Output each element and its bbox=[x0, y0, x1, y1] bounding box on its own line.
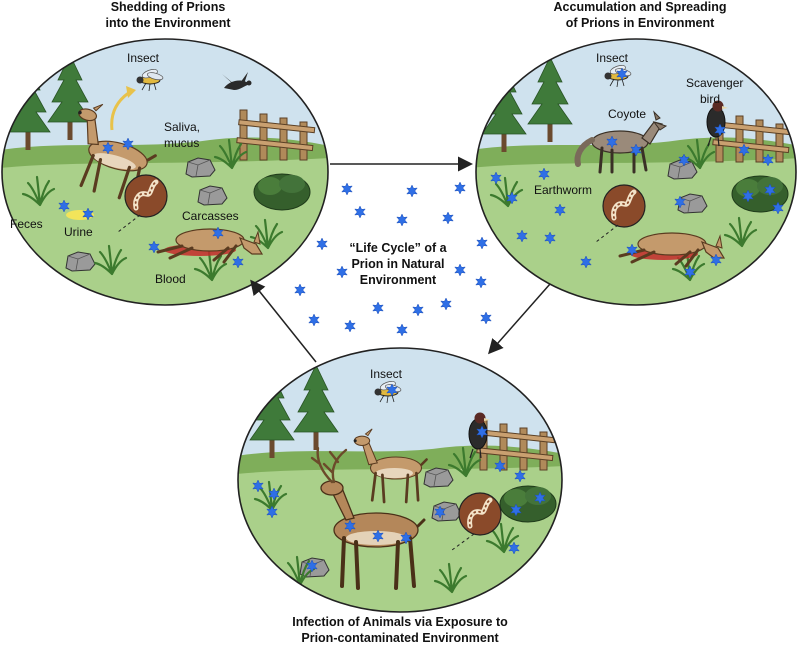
prion-icon bbox=[308, 313, 320, 327]
title-accumulation-2: of Prions in Environment bbox=[566, 16, 715, 30]
label-insect: Insect bbox=[596, 51, 629, 65]
prion-icon bbox=[372, 301, 384, 315]
label-earthworm: Earthworm bbox=[534, 183, 592, 197]
prion-icon bbox=[336, 265, 348, 279]
prion-icon bbox=[476, 236, 488, 250]
prion-icon bbox=[396, 213, 408, 227]
arrow-icon bbox=[488, 283, 551, 355]
panel-accumulation: Accumulation and Spreading of Prions in … bbox=[475, 0, 797, 306]
prion-icon bbox=[475, 275, 487, 289]
label-scavenger: Scavenger bbox=[686, 76, 743, 90]
label-urine: Urine bbox=[64, 225, 93, 239]
rock-icon bbox=[423, 467, 454, 488]
prion-icon bbox=[354, 205, 366, 219]
prion-icon bbox=[344, 319, 356, 333]
prion-icon bbox=[341, 182, 353, 196]
rock-icon bbox=[185, 157, 216, 178]
title-shedding-2: into the Environment bbox=[106, 16, 232, 30]
prion-icon bbox=[396, 323, 408, 337]
cycle-arrows bbox=[250, 156, 551, 363]
label-saliva: Saliva, bbox=[164, 120, 200, 134]
bush-icon bbox=[499, 485, 557, 523]
earthworm-icon bbox=[125, 175, 167, 217]
label-feces: Feces bbox=[10, 217, 43, 231]
title-shedding-1: Shedding of Prions bbox=[111, 0, 226, 14]
prion-icon bbox=[480, 311, 492, 325]
prion-icon bbox=[294, 283, 306, 297]
label-blood: Blood bbox=[155, 272, 186, 286]
center-line-2: Prion in Natural bbox=[351, 257, 444, 271]
bush-icon bbox=[253, 173, 311, 211]
prion-icon bbox=[442, 211, 454, 225]
label-carcasses: Carcasses bbox=[182, 209, 239, 223]
title-accumulation-1: Accumulation and Spreading bbox=[554, 0, 727, 14]
rock-icon bbox=[197, 185, 228, 206]
prion-icon bbox=[440, 297, 452, 311]
prion-icon bbox=[316, 237, 328, 251]
prion-icon bbox=[454, 181, 466, 195]
center-label: “Life Cycle” of a Prion in Natural Envir… bbox=[349, 241, 447, 287]
earthworm-icon bbox=[603, 185, 645, 227]
label-bird: bird bbox=[700, 92, 720, 106]
center-line-3: Environment bbox=[360, 273, 437, 287]
rock-icon bbox=[431, 501, 462, 522]
rock-icon bbox=[65, 251, 96, 272]
arrow-icon bbox=[250, 279, 317, 363]
prion-icon bbox=[412, 303, 424, 317]
label-insect: Insect bbox=[127, 51, 160, 65]
panel-shedding: Shedding of Prions into the Environment … bbox=[1, 0, 329, 306]
prion-icon bbox=[454, 263, 466, 277]
earthworm-icon bbox=[459, 493, 501, 535]
label-insect: Insect bbox=[370, 367, 403, 381]
panel-infection: Insect Infection of Animals via Exposure… bbox=[237, 347, 563, 645]
label-coyote: Coyote bbox=[608, 107, 646, 121]
title-infection-2: Prion-contaminated Environment bbox=[301, 631, 499, 645]
label-mucus: mucus bbox=[164, 136, 199, 150]
prion-icon bbox=[406, 184, 418, 198]
title-infection-1: Infection of Animals via Exposure to bbox=[292, 615, 508, 629]
center-line-1: “Life Cycle” of a bbox=[349, 241, 447, 255]
